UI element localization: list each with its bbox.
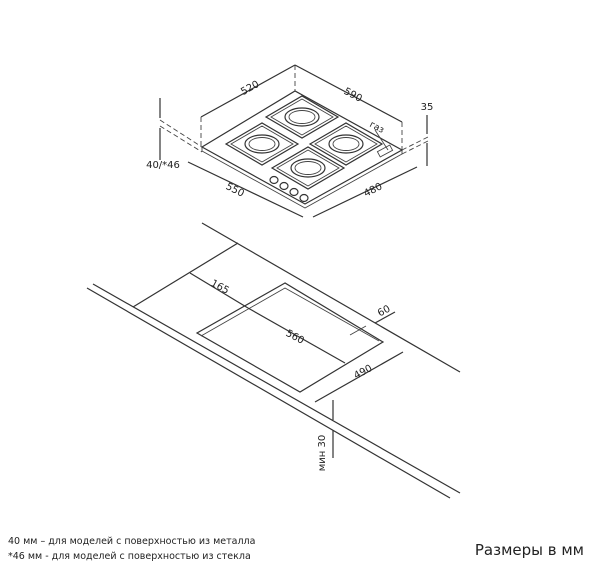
note-glass: *46 мм - для моделей с поверхностью из с… <box>8 551 251 562</box>
dim-min-30: мин 30 <box>317 435 328 471</box>
dim-60: 60 <box>376 304 392 320</box>
cutout <box>195 282 385 393</box>
gas-connector <box>376 144 394 158</box>
countertop <box>86 222 461 499</box>
cutout-dimension-lines <box>189 272 404 458</box>
burner <box>264 95 340 139</box>
dim-560: 560 <box>284 328 306 347</box>
hob <box>200 90 404 209</box>
dim-550: 550 <box>224 181 246 199</box>
control-knobs <box>269 175 309 203</box>
burners <box>224 95 384 190</box>
hob-edge <box>201 147 403 209</box>
dim-590: 590 <box>342 86 364 105</box>
gas-label: газ <box>368 120 386 136</box>
dim-165: 165 <box>209 278 231 297</box>
dim-40-46: 40/*46 <box>146 160 180 171</box>
note-metal: 40 мм – для моделей с поверхностью из ме… <box>8 536 256 547</box>
burner <box>224 122 300 166</box>
units-label: Размеры в мм <box>474 541 584 559</box>
dim-35: 35 <box>421 102 434 113</box>
burner <box>270 146 346 190</box>
dim-490: 490 <box>352 363 374 382</box>
burner <box>308 122 384 166</box>
dim-520: 520 <box>239 79 261 98</box>
hob-dimension-lines <box>159 64 431 218</box>
